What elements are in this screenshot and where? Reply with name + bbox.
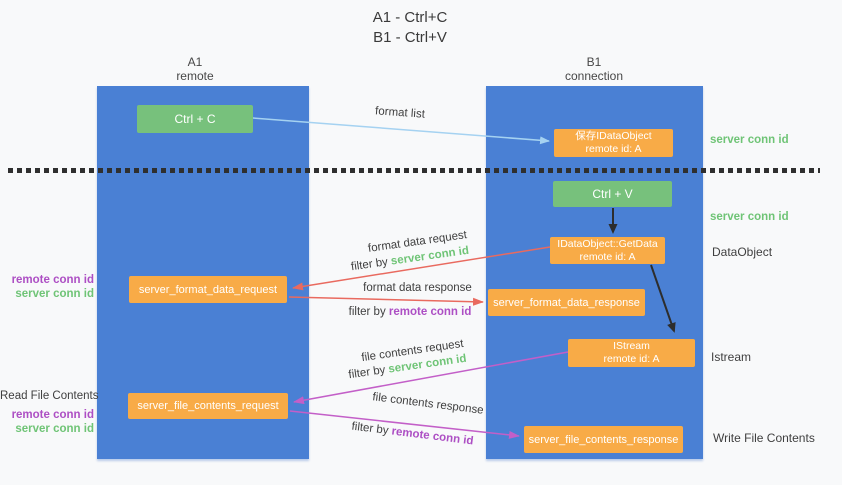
lane-a1-role: remote bbox=[176, 69, 214, 83]
annotation-server-conn-id-top: server conn id bbox=[710, 134, 789, 146]
edge-label-filter-file-response: filter by remote conn id bbox=[335, 419, 490, 450]
node-ctrl-v: Ctrl + V bbox=[553, 181, 672, 207]
annotation-server-conn-id-lower-left: server conn id bbox=[15, 423, 94, 435]
edge-label-format-list: format list bbox=[374, 105, 426, 121]
annotation-istream: Istream bbox=[711, 350, 752, 364]
node-save-idataobject-line1: 保存IDataObject bbox=[575, 130, 652, 142]
edge-label-file-contents-response: file contents response bbox=[371, 391, 485, 417]
lane-b1-role: connection bbox=[564, 69, 624, 83]
node-ctrl-c: Ctrl + C bbox=[137, 105, 253, 133]
node-save-idataobject-line2: remote id: A bbox=[585, 143, 642, 155]
edge-label-format-data-response: format data response bbox=[363, 282, 472, 294]
annotation-dataobject: DataObject bbox=[712, 245, 773, 259]
lane-header-a1: A1 remote bbox=[135, 55, 255, 83]
node-server-format-data-response: server_format_data_response bbox=[488, 289, 645, 316]
lane-b1-id: B1 bbox=[586, 55, 602, 69]
annotation-server-conn-id-upper-left: server conn id bbox=[15, 288, 94, 300]
title-line-1: A1 - Ctrl+C bbox=[372, 9, 448, 26]
filter-by-text: filter by bbox=[350, 420, 390, 437]
annotation-server-conn-id-mid: server conn id bbox=[710, 211, 789, 223]
annotation-remote-conn-id-lower: remote conn id bbox=[11, 409, 94, 421]
node-save-idataobject: 保存IDataObject remote id: A bbox=[554, 129, 673, 157]
filter-by-text: filter by bbox=[350, 256, 389, 274]
lane-header-b1: B1 connection bbox=[534, 55, 654, 83]
remote-conn-id-text: remote conn id bbox=[390, 425, 475, 448]
node-idataobject-getdata-line2: remote id: A bbox=[579, 250, 636, 263]
node-idataobject-getdata: IDataObject::GetData remote id: A bbox=[550, 237, 665, 264]
lane-a1-id: A1 bbox=[187, 55, 203, 69]
node-server-file-contents-response: server_file_contents_response bbox=[524, 426, 683, 453]
remote-conn-id-text: remote conn id bbox=[388, 306, 472, 318]
annotation-write-file-contents: Write File Contents bbox=[713, 431, 815, 445]
annotation-read-file-contents: Read File Contents bbox=[0, 390, 99, 402]
diagram-title: A1 - Ctrl+C B1 - Ctrl+V bbox=[320, 8, 500, 48]
edge-label-filter-format-response: filter by remote conn id bbox=[335, 306, 485, 318]
node-istream-line2: remote id: A bbox=[603, 353, 660, 365]
filter-by-text: filter by bbox=[347, 364, 387, 382]
node-server-format-data-request: server_format_data_request bbox=[129, 276, 287, 303]
node-server-file-contents-request: server_file_contents_request bbox=[128, 393, 288, 419]
node-idataobject-getdata-line1: IDataObject::GetData bbox=[557, 237, 658, 250]
node-istream: IStream remote id: A bbox=[568, 339, 695, 367]
node-istream-line1: IStream bbox=[613, 340, 650, 352]
annotation-remote-conn-id-upper: remote conn id bbox=[11, 274, 94, 286]
title-line-2: B1 - Ctrl+V bbox=[373, 29, 447, 46]
filter-by-text: filter by bbox=[348, 306, 386, 318]
arrow-format-data-response bbox=[288, 296, 484, 306]
dashed-divider-line bbox=[8, 168, 820, 173]
